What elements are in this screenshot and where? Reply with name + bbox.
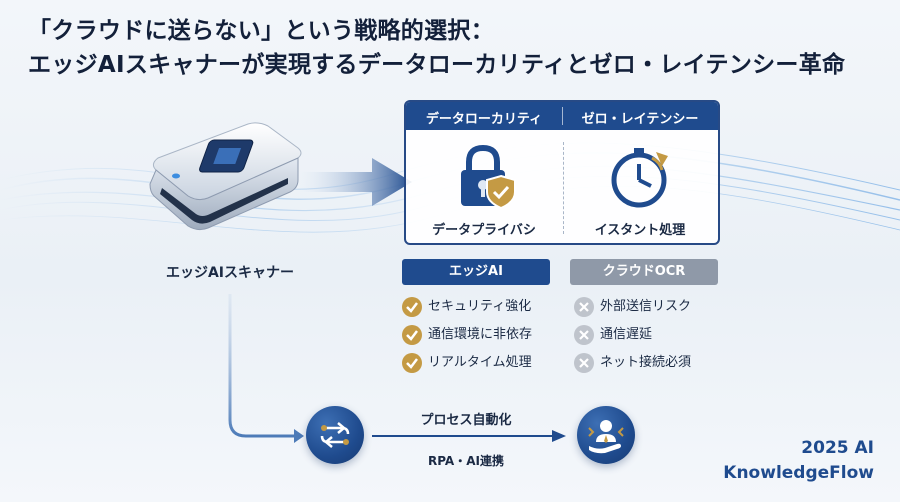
list-item: 通信遅延 xyxy=(574,325,734,353)
process-icon xyxy=(306,406,364,464)
check-icon xyxy=(402,325,422,345)
edge-ai-header: エッジAI xyxy=(402,259,550,285)
timer-icon xyxy=(611,148,668,208)
page-title: 「クラウドに送らない」という戦略的選択： エッジAIスキャナーが実現するデータロ… xyxy=(28,14,878,82)
caption-instant-processing: イスタント処理 xyxy=(594,223,686,238)
list-item: リアルタイム処理 xyxy=(402,353,562,381)
brand-line-1: 2025 AI xyxy=(801,438,874,458)
lock-shield-icon xyxy=(461,144,516,210)
cross-icon xyxy=(574,325,594,345)
panel-header-data-locality: データローカリティ xyxy=(425,112,543,127)
brand-mark: 2025 AI KnowledgeFlow xyxy=(723,436,874,486)
check-icon xyxy=(402,297,422,317)
cross-icon xyxy=(574,353,594,373)
panel-divider xyxy=(563,142,564,234)
device-label: エッジAIスキャナー xyxy=(165,265,295,281)
cloud-ocr-drawbacks: 外部送信リスク 通信遅延 ネット接続必須 xyxy=(574,297,734,381)
panel-header-zero-latency: ゼロ・レイテンシー xyxy=(581,112,699,127)
edge-ai-benefits: セキュリティ強化 通信環境に非依存 リアルタイム処理 xyxy=(402,297,562,381)
brand-line-2: KnowledgeFlow xyxy=(723,463,874,483)
cross-icon xyxy=(574,297,594,317)
panel-header: データローカリティ ゼロ・レイテンシー xyxy=(406,102,718,130)
automation-person-icon xyxy=(577,406,635,464)
title-line-1: 「クラウドに送らない」という戦略的選択： xyxy=(28,18,494,44)
flow-label-process-automation: プロセス自動化 xyxy=(420,413,512,428)
flow-label-rpa-ai: RPA・AI連携 xyxy=(428,454,504,468)
caption-data-privacy: データプライバシ xyxy=(432,223,536,238)
cloud-ocr-header: クラウドOCR xyxy=(570,259,718,285)
scanner-device-icon xyxy=(149,122,302,231)
list-item: ネット接続必須 xyxy=(574,353,734,381)
person-hand-icon xyxy=(588,420,624,454)
list-item: セキュリティ強化 xyxy=(402,297,562,325)
check-icon xyxy=(402,353,422,373)
swap-arrows-icon xyxy=(320,422,350,448)
list-item: 通信環境に非依存 xyxy=(402,325,562,353)
title-line-2: エッジAIスキャナーが実現するデータローカリティとゼロ・レイテンシー革命 xyxy=(28,52,846,78)
list-item: 外部送信リスク xyxy=(574,297,734,325)
feature-panel: データローカリティ ゼロ・レイテンシー データプライバシ イスタント処理 xyxy=(404,100,720,245)
